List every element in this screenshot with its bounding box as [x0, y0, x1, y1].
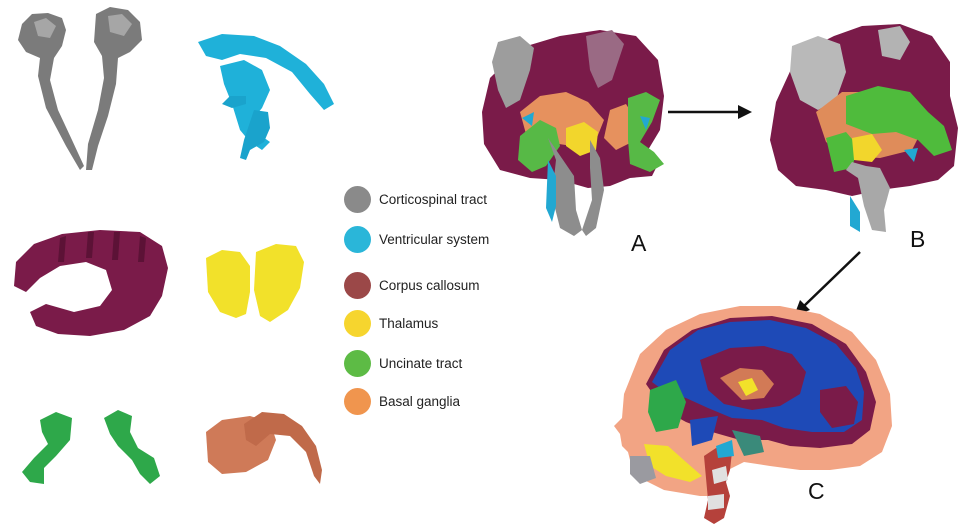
legend-item-basal-ganglia: Basal ganglia: [344, 388, 460, 415]
legend-swatch-uncinate-tract: [344, 350, 371, 377]
basal-ganglia-model: [206, 412, 322, 484]
legend-swatch-thalamus: [344, 310, 371, 337]
corticospinal-tract-model: [18, 7, 142, 170]
legend-label-basal-ganglia: Basal ganglia: [379, 394, 460, 409]
panel-label-c: C: [808, 478, 825, 505]
legend-label-ventricular-system: Ventricular system: [379, 232, 489, 247]
ventricular-system-model: [198, 34, 334, 160]
composite-model-a: [482, 30, 664, 236]
uncinate-tract-model: [22, 410, 160, 484]
head-section-model-c: [614, 306, 892, 524]
legend-swatch-basal-ganglia: [344, 388, 371, 415]
legend-item-uncinate-tract: Uncinate tract: [344, 350, 462, 377]
panel-label-b: B: [910, 226, 925, 253]
legend-label-uncinate-tract: Uncinate tract: [379, 356, 462, 371]
legend-label-corpus-callosum: Corpus callosum: [379, 278, 480, 293]
legend-label-thalamus: Thalamus: [379, 316, 438, 331]
legend-item-corpus-callosum: Corpus callosum: [344, 272, 480, 299]
arrow-b-to-c: [794, 252, 860, 316]
legend-item-ventricular-system: Ventricular system: [344, 226, 489, 253]
corpus-callosum-model: [14, 230, 168, 336]
legend-swatch-ventricular-system: [344, 226, 371, 253]
legend-swatch-corticospinal-tract: [344, 186, 371, 213]
legend-item-thalamus: Thalamus: [344, 310, 438, 337]
arrow-a-to-b: [668, 105, 752, 119]
legend-item-corticospinal-tract: Corticospinal tract: [344, 186, 487, 213]
thalamus-model: [206, 244, 304, 322]
legend-swatch-corpus-callosum: [344, 272, 371, 299]
panel-label-a: A: [631, 230, 646, 257]
meshed-model-b: [770, 24, 958, 232]
legend-label-corticospinal-tract: Corticospinal tract: [379, 192, 487, 207]
